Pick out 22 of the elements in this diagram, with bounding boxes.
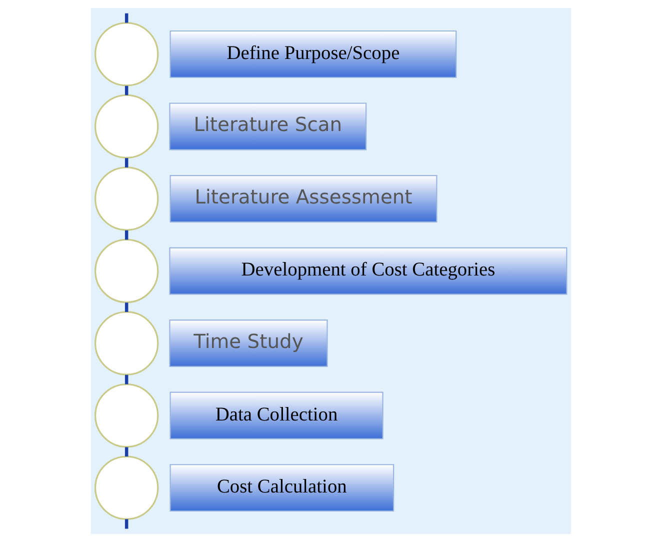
node-box: Literature Assessment — [170, 175, 438, 222]
node-circle — [94, 166, 159, 231]
node-box: Time Study — [169, 320, 328, 367]
connector — [124, 158, 128, 168]
node-circle — [94, 383, 159, 448]
node-box: Define Purpose/Scope — [170, 30, 457, 78]
connector — [124, 86, 128, 96]
node-circle — [94, 22, 159, 86]
node-circle — [94, 238, 159, 304]
connector — [124, 13, 128, 23]
connector — [124, 374, 128, 384]
node-box: Data Collection — [170, 392, 384, 440]
connector — [124, 230, 128, 240]
node-box: Cost Calculation — [170, 464, 394, 512]
node-box: Literature Scan — [169, 102, 367, 150]
node-circle — [94, 94, 159, 159]
connector — [124, 447, 128, 456]
connector — [124, 302, 128, 312]
node-circle — [94, 311, 159, 376]
connector — [124, 519, 128, 529]
node-box: Development of Cost Categories — [169, 247, 568, 295]
node-circle — [94, 456, 159, 520]
